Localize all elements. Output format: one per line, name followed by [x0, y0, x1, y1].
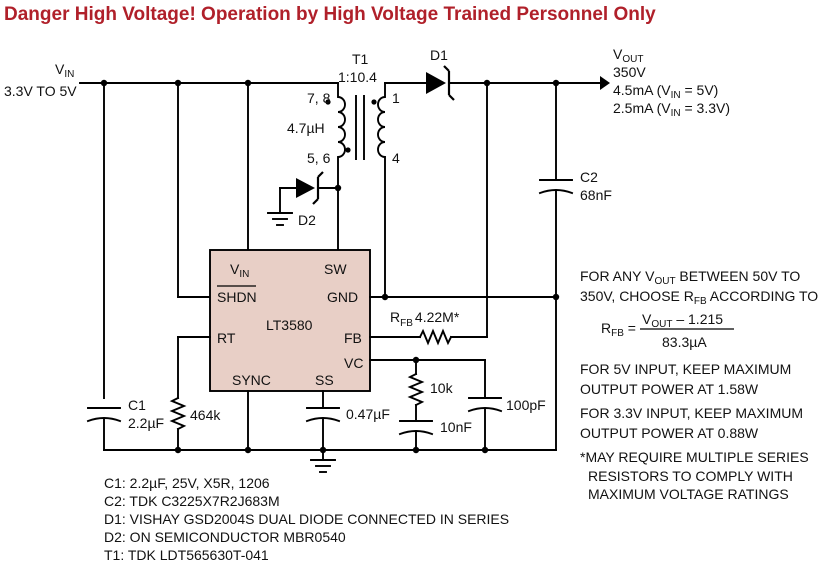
t1-inductance: 4.7µH	[287, 120, 325, 136]
formula-numerator: VOUT – 1.215	[642, 311, 723, 330]
pin-gnd-label: GND	[327, 289, 358, 305]
c1-value: 2.2µF	[128, 415, 164, 431]
output-label: VOUT 350V 4.5mA (VIN = 5V) 2.5mA (VIN = …	[613, 46, 730, 119]
d2-ref: D2	[298, 212, 316, 228]
c-vc2-value: 100pF	[506, 397, 546, 413]
vout-label: VOUT	[613, 46, 643, 65]
pin-ss-label: SS	[315, 372, 334, 388]
note-line-7: *MAY REQUIRE MULTIPLE SERIES	[580, 449, 809, 465]
vin-rail	[79, 79, 339, 399]
note-line-2: 350V, CHOOSE RFB ACCORDING TO	[580, 288, 818, 307]
bill-of-materials: C1: 2.2µF, 25V, X5R, 1206 C2: TDK C3225X…	[104, 475, 509, 563]
vin-label: VIN	[55, 61, 74, 80]
bom-item: C1: 2.2µF, 25V, X5R, 1206	[104, 475, 270, 491]
t1-pins-primary-bottom: 5, 6	[307, 150, 331, 166]
pin-sw-label: SW	[324, 261, 347, 277]
note-line-1: FOR ANY VOUT BETWEEN 50V TO	[580, 268, 800, 287]
t1-ratio: 1:10.4	[338, 69, 377, 85]
r-vc-value: 10k	[430, 380, 454, 396]
vin-range: 3.3V TO 5V	[4, 83, 77, 99]
formula-lhs: RFB =	[601, 320, 636, 339]
pin-sync-label: SYNC	[232, 372, 271, 388]
vout-current-5v: 4.5mA (VIN = 5V)	[613, 82, 718, 101]
formula-denominator: 83.3µA	[662, 334, 707, 350]
note-line-8: RESISTORS TO COMPLY WITH	[588, 468, 793, 484]
pin-vc-label: VC	[344, 355, 363, 371]
t1-pin-secondary-top: 1	[392, 90, 400, 106]
t1-pins-primary-top: 7, 8	[307, 90, 331, 106]
output-rail: D1 C2 68nF	[384, 47, 612, 451]
page-title: Danger High Voltage! Operation by High V…	[4, 4, 656, 25]
note-line-4: OUTPUT POWER AT 1.58W	[580, 381, 759, 397]
chip-lt3580: VIN SW SHDN GND LT3580 RT FB VC SYNC SS	[209, 249, 371, 392]
pin-vin-label: VIN	[230, 261, 249, 280]
ground-rail	[103, 446, 557, 473]
t1-pin-secondary-bottom: 4	[392, 150, 400, 166]
vout-current-3v3: 2.5mA (VIN = 3.3V)	[613, 100, 730, 119]
bom-item: D2: ON SEMICONDUCTOR MBR0540	[104, 529, 346, 545]
diode-d2: D2	[267, 171, 342, 228]
vout-voltage: 350V	[613, 64, 646, 80]
chip-name: LT3580	[266, 317, 313, 333]
gnd-connections	[369, 293, 557, 301]
note-line-3: FOR 5V INPUT, KEEP MAXIMUM	[580, 361, 791, 377]
capacitor-ss: 0.47µF	[305, 390, 390, 451]
pin-shdn-label: SHDN	[217, 289, 257, 305]
resistor-rt: 464k	[169, 336, 221, 451]
r-rt-value: 464k	[190, 407, 221, 423]
input-label: VIN 3.3V TO 5V	[4, 61, 77, 99]
design-notes: FOR ANY VOUT BETWEEN 50V TO 350V, CHOOSE…	[580, 268, 818, 502]
capacitor-c1: C1 2.2µF	[86, 397, 164, 451]
d1-ref: D1	[430, 47, 448, 63]
c-ss-value: 0.47µF	[346, 406, 390, 422]
c2-value: 68nF	[580, 187, 612, 203]
vc-compensation: 10k 10nF 100pF	[369, 356, 546, 451]
t1-ref: T1	[352, 51, 369, 67]
c2-ref: C2	[580, 169, 598, 185]
pin-fb-label: FB	[344, 330, 362, 346]
c1-ref: C1	[128, 397, 146, 413]
c-vc-value: 10nF	[440, 419, 472, 435]
bom-item: D1: VISHAY GSD2004S DUAL DIODE CONNECTED…	[104, 511, 509, 527]
pin-rt-label: RT	[217, 330, 236, 346]
note-line-9: MAXIMUM VOLTAGE RATINGS	[588, 486, 789, 502]
note-line-6: OUTPUT POWER AT 0.88W	[580, 425, 759, 441]
bom-item: T1: TDK LDT565630T-041	[104, 547, 269, 563]
transformer-t1: T1 1:10.4 7, 8 4.7µH 5, 6 1 4	[287, 51, 400, 298]
bom-item: C2: TDK C3225X7R2J683M	[104, 493, 280, 509]
note-line-5: FOR 3.3V INPUT, KEEP MAXIMUM	[580, 405, 803, 421]
